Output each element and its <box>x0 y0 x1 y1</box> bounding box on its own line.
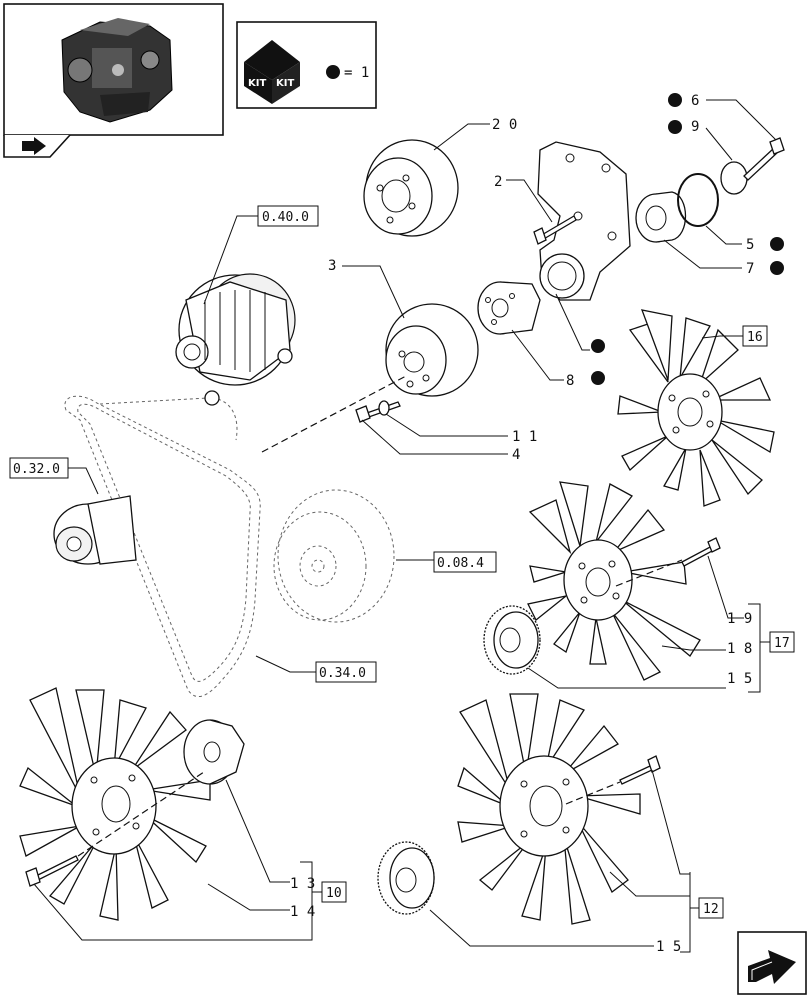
fan-17[interactable] <box>527 481 701 681</box>
crankshaft-pulley <box>273 489 395 623</box>
kit-label-left: KIT <box>248 78 266 89</box>
kit-label-right: KIT <box>276 78 294 89</box>
ref-fan-16[interactable]: 16 <box>747 330 763 345</box>
washer-9[interactable] <box>720 161 748 195</box>
washer-11[interactable] <box>378 400 390 416</box>
ref-alternator[interactable]: 0.40.0 <box>262 210 309 225</box>
callout-9[interactable]: 9 <box>691 119 699 135</box>
ref-belt[interactable]: 0.34.0 <box>319 666 366 681</box>
callout-11[interactable]: 1 1 <box>512 429 537 445</box>
fan-16[interactable] <box>617 309 775 507</box>
kit-bullet-icon <box>326 65 340 79</box>
kit-marker-5-icon <box>770 237 784 251</box>
next-page-button[interactable] <box>737 931 807 995</box>
callout-5[interactable]: 5 <box>746 237 754 253</box>
bolt-2[interactable] <box>533 215 577 245</box>
callout-4[interactable]: 4 <box>512 447 520 463</box>
callout-20[interactable]: 2 0 <box>492 117 517 133</box>
callout-3[interactable]: 3 <box>328 258 336 274</box>
previous-page-icon[interactable] <box>22 137 46 155</box>
ref-fan-12[interactable]: 12 <box>703 902 719 917</box>
callout-7[interactable]: 7 <box>746 261 754 277</box>
gear-15-upper[interactable] <box>483 605 541 675</box>
bolt-19[interactable] <box>681 537 721 567</box>
callout-14[interactable]: 1 4 <box>290 904 315 920</box>
kit-marker-bracket-icon <box>591 339 605 353</box>
engine-thumbnail-icon <box>61 18 173 123</box>
fan-bracket[interactable] <box>537 141 631 301</box>
belt-tensioner[interactable] <box>53 495 137 565</box>
callout-8[interactable]: 8 <box>566 373 574 389</box>
ref-crank-pulley[interactable]: 0.08.4 <box>437 556 484 571</box>
ref-fan-17[interactable]: 17 <box>774 636 790 651</box>
ref-box-alternator[interactable] <box>257 205 319 227</box>
callout-15-upper[interactable]: 1 5 <box>727 671 752 687</box>
kit-legend: KIT KIT = 1 <box>236 21 377 109</box>
fan-10[interactable] <box>19 687 211 921</box>
callout-6[interactable]: 6 <box>691 93 699 109</box>
hub-8[interactable] <box>477 281 541 335</box>
next-page-icon <box>748 950 796 984</box>
engine-thumbnail[interactable] <box>3 3 224 158</box>
gear-15-lower[interactable] <box>377 841 435 915</box>
pulley-20[interactable] <box>363 139 459 237</box>
pulley-3[interactable] <box>385 303 479 397</box>
bolt-14[interactable] <box>25 855 79 887</box>
hub-13[interactable] <box>183 719 245 785</box>
kit-marker-9-icon <box>668 120 682 134</box>
callout-19[interactable]: 1 9 <box>727 611 752 627</box>
kit-marker-7-icon <box>770 261 784 275</box>
kit-marker-8-icon <box>591 371 605 385</box>
ref-box-crank-pulley[interactable] <box>433 551 497 573</box>
ref-tensioner[interactable]: 0.32.0 <box>13 462 60 477</box>
alternator[interactable] <box>175 273 296 406</box>
drive-belt <box>64 395 261 698</box>
callout-13[interactable]: 1 3 <box>290 876 315 892</box>
kit-box-icon: KIT KIT <box>244 40 300 104</box>
callout-2[interactable]: 2 <box>494 174 502 190</box>
kit-equals-text: = 1 <box>344 65 369 81</box>
callout-18[interactable]: 1 8 <box>727 641 752 657</box>
circlip-5[interactable] <box>677 173 719 227</box>
bolt-6[interactable] <box>743 137 785 181</box>
ref-fan-10[interactable]: 10 <box>326 886 342 901</box>
bolt-12[interactable] <box>619 755 661 785</box>
kit-marker-6-icon <box>668 93 682 107</box>
fan-12[interactable] <box>457 693 641 925</box>
callout-15-lower[interactable]: 1 5 <box>656 939 681 955</box>
